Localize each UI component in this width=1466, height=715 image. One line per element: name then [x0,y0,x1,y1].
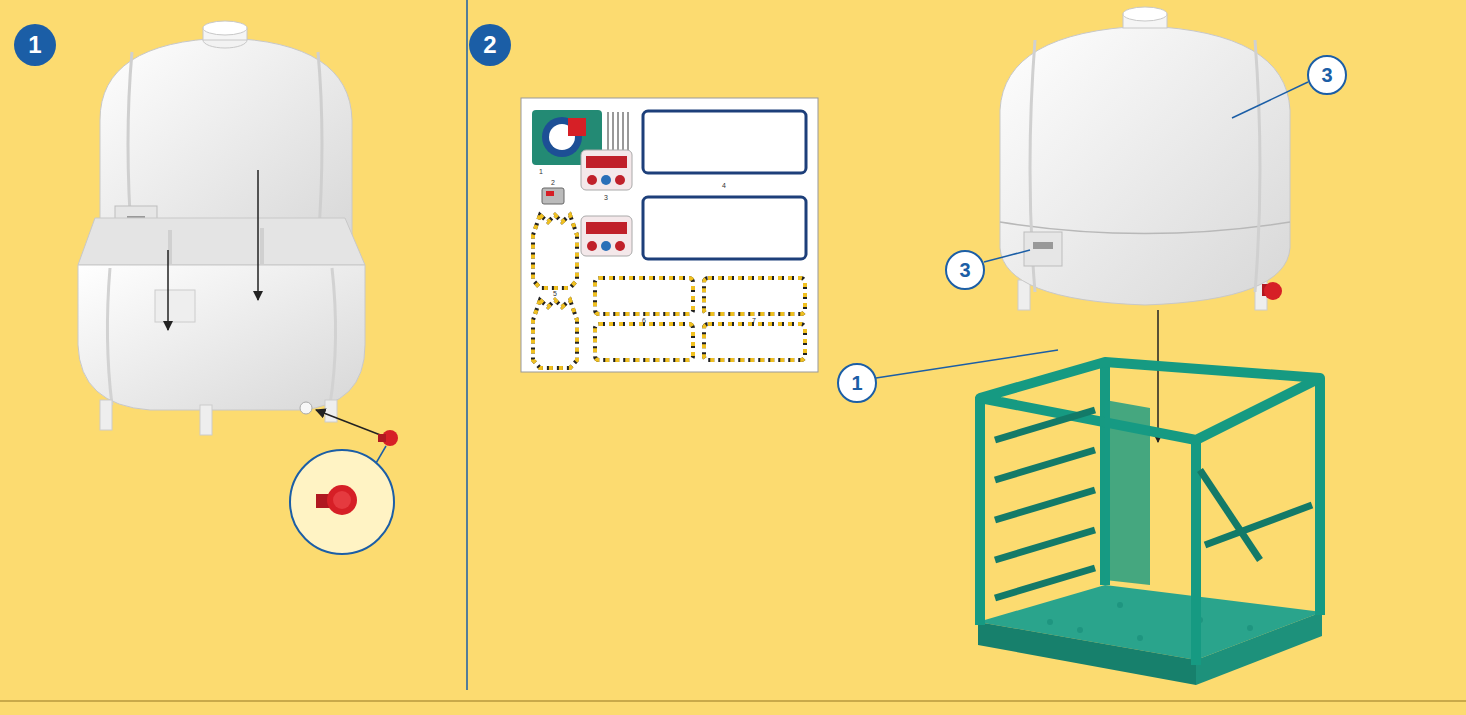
step-number: 1 [14,24,56,66]
sticker-number: 3 [604,194,608,202]
assembly-arrow [1157,310,1159,442]
number-text: 2 [483,31,496,59]
sticker-number: 4 [722,182,726,190]
step-divider [466,0,468,690]
assembly-arrow [257,170,259,300]
step-number: 2 [469,24,511,66]
sticker-number: 2 [551,179,555,187]
sticker-number: 1 [539,168,543,176]
tank-lid [100,21,352,250]
assembly-arrow [316,410,383,436]
sticker-number: 5 [553,290,557,298]
sticker-number: 6 [642,317,646,325]
red-cap [378,430,398,446]
sticker-sheet [521,98,818,372]
number-text: 3 [959,259,970,282]
callout-number: 1 [837,363,877,403]
number-text: 1 [851,372,862,395]
zoom-circle [290,450,394,554]
callout-leader [876,350,1058,378]
number-text: 1 [28,31,41,59]
callout-leader [984,250,1030,262]
callout-number: 3 [1307,55,1347,95]
assembled-tank [1000,7,1290,310]
number-text: 3 [1321,64,1332,87]
callout-number: 3 [945,250,985,290]
sticker-number: 7 [752,317,756,325]
assembly-arrow [167,250,169,330]
tank-bottom [78,218,365,435]
callout-leader [1232,82,1308,118]
bottom-rule [0,700,1466,702]
green-frame [978,362,1322,685]
